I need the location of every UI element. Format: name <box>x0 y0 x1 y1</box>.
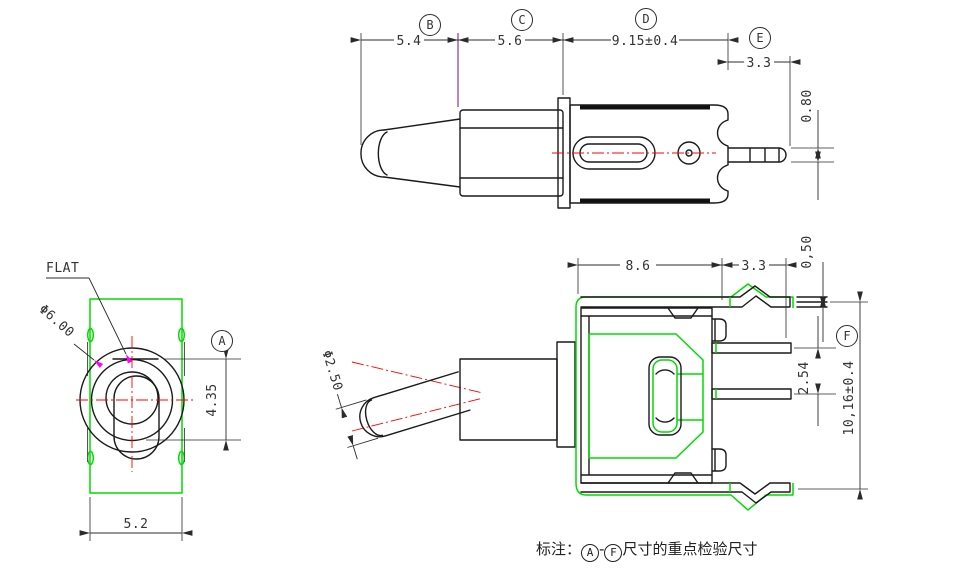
dimension-base-width: 5.2 <box>79 497 193 541</box>
toggle-lever-side <box>360 118 461 188</box>
dimension-bracket: 3.3 <box>711 258 797 338</box>
toggle-lever-angled: Φ2.50 <box>319 349 471 460</box>
dim-a-value: 4.35 <box>205 383 220 416</box>
pivot-boss-bottom <box>711 448 727 472</box>
dim-bracket-thickness-value: 0,50 <box>800 235 815 268</box>
flat-callout: FLAT <box>46 261 133 364</box>
tab-end-section-lines <box>796 296 828 308</box>
front-view: FLAT Φ6.00 4.35 A 5.2 <box>36 261 241 541</box>
datum-mark-e: E <box>756 31 763 45</box>
terminal-pin-side <box>727 147 787 163</box>
datum-mark-a-circle <box>211 330 233 352</box>
datum-mark-b: B <box>426 18 433 32</box>
dim-height-value: 10,16±0.4 <box>842 361 857 436</box>
dimension-bracket-thickness: 0,50 <box>800 235 826 342</box>
dimension-b: 5.4 B <box>350 14 469 49</box>
dim-lever-diameter-value: Φ2.50 <box>319 349 346 393</box>
dimension-pin-thickness: 0.80 <box>791 89 834 200</box>
housing-edge-marks <box>87 342 185 462</box>
dim-body-width-value: 8.6 <box>626 259 651 274</box>
body-inner-lines <box>580 315 713 476</box>
note-mark-f: F <box>604 544 623 562</box>
toggle-lever-front <box>113 375 160 460</box>
lever-cap-rim-angled <box>364 399 384 437</box>
lever-position-centerlines <box>351 361 484 432</box>
dim-base-width-value: 5.2 <box>124 517 149 532</box>
pivot-boss-top <box>711 318 727 342</box>
dimension-c: 5.6 C <box>447 9 574 49</box>
datum-mark-c: C <box>518 13 525 27</box>
note-mark-a: A <box>581 544 600 562</box>
ext-lines-top <box>562 33 791 146</box>
datum-mark-e-circle <box>749 27 771 49</box>
dimension-d: 9.15±0.4 D <box>552 8 739 49</box>
mounting-tab-bottom <box>580 482 791 504</box>
slot-arcs <box>655 369 675 423</box>
dim-bushing-diameter-value: Φ6.00 <box>36 302 77 341</box>
lever-cap-rim <box>377 131 388 176</box>
note-prefix: 标注： <box>536 540 582 558</box>
dimension-a: 4.35 A <box>146 330 241 451</box>
note-text: 尺寸的重点检验尺寸 <box>622 540 758 558</box>
dimension-lever-diameter: Φ2.50 <box>319 349 379 460</box>
housing-clips <box>86 327 186 466</box>
dimension-body-width: 8.6 <box>567 258 733 300</box>
datum-mark-b-circle <box>419 14 441 36</box>
actuator-slot <box>648 356 682 436</box>
dim-pin-pitch-value: 2.54 <box>797 361 812 394</box>
inner-frame <box>588 333 704 459</box>
actuator-slot-green <box>652 359 678 433</box>
dim-c-value: 5.6 <box>498 34 523 49</box>
bushing-lines <box>459 127 564 179</box>
dim-bracket-value: 3.3 <box>742 259 767 274</box>
mounting-tab-top <box>580 285 791 308</box>
datum-mark-d: D <box>642 12 649 26</box>
datum-mark-f-circle <box>836 325 858 347</box>
dim-e-value: 3.3 <box>747 56 772 71</box>
dimension-pin-pitch: 2.54 <box>794 316 836 426</box>
datum-mark-f: F <box>843 329 850 343</box>
datum-mark-a: A <box>218 334 226 348</box>
body-notches <box>667 307 699 484</box>
terminal-pin-1 <box>711 342 792 354</box>
note-dash: - <box>599 540 605 558</box>
base-housing <box>89 298 183 494</box>
bushing-angled-view <box>459 358 558 441</box>
side-view: Φ2.50 <box>319 235 868 511</box>
datum-mark-d-circle <box>635 8 657 30</box>
bushing-diameter-callout: Φ6.00 <box>36 302 104 368</box>
dim-pin-thickness-value: 0.80 <box>800 89 815 122</box>
dimension-height: 10,16±0.4 F <box>798 291 868 500</box>
dim-d-value: 9.15±0.4 <box>612 34 679 49</box>
dimension-e: 3.3 E <box>717 27 801 71</box>
casing-outline-bottom <box>575 482 794 511</box>
flat-label: FLAT <box>46 261 79 276</box>
flange-angled-view <box>556 341 576 448</box>
casing-outline-top <box>575 283 794 483</box>
dim-b-value: 5.4 <box>397 34 422 49</box>
datum-mark-c-circle <box>511 9 533 31</box>
bushing <box>459 109 564 197</box>
terminal-pin-2 <box>711 388 792 400</box>
top-side-view: 5.4 B 5.6 C 9.15±0.4 D 3.3 E <box>350 8 834 209</box>
body-edge-bars <box>580 105 710 203</box>
switch-body-side <box>569 104 729 204</box>
